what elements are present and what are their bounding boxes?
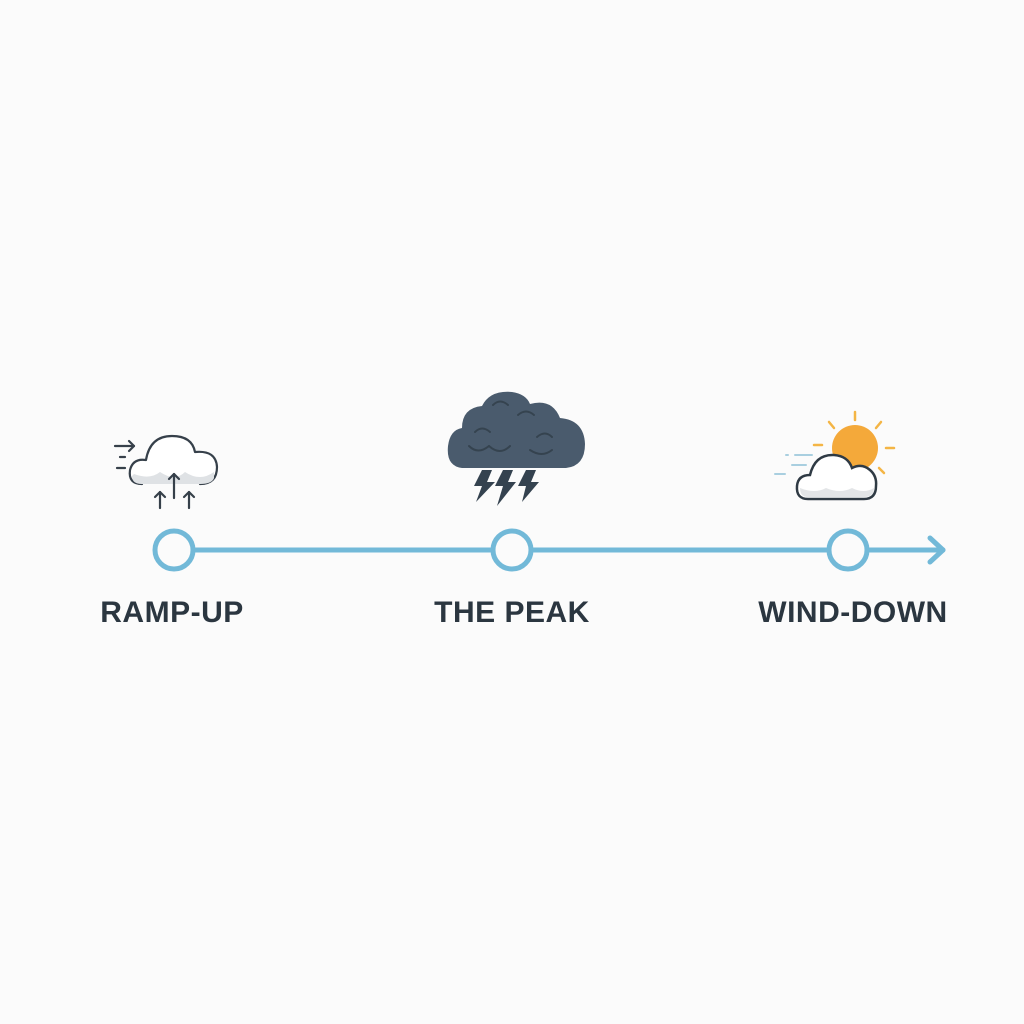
milestone-node-wind-down [826,528,870,572]
storm-cloud-lightning-icon [447,391,585,506]
timeline-axis [190,535,946,565]
stage-label-ramp-up: RAMP-UP [100,596,244,629]
stage-label-peak: THE PEAK [434,596,590,629]
stage-label-wind-down: WIND-DOWN [758,596,948,629]
arrow-head-icon [927,535,946,565]
sun-behind-cloud-icon [774,410,896,501]
milestone-node-peak [490,528,534,572]
milestone-node-ramp-up [152,528,196,572]
cloud-rising-arrows-icon [113,434,219,510]
